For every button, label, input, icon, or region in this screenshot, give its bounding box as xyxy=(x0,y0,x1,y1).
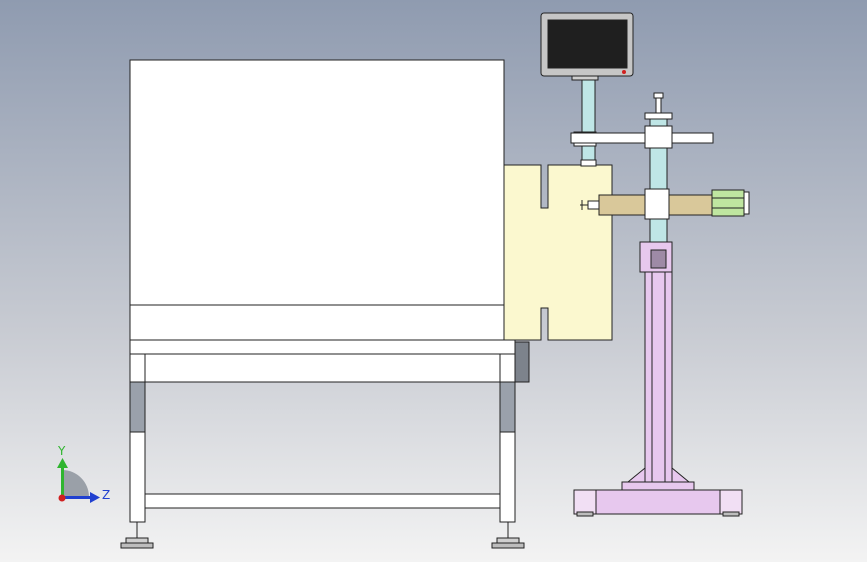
machine-cabinet[interactable] xyxy=(120,59,530,549)
z-axis-arrow xyxy=(62,496,92,499)
side-bracket xyxy=(514,341,530,383)
z-axis-label: Z xyxy=(102,488,110,502)
triad-origin xyxy=(58,494,66,502)
printer-stand[interactable] xyxy=(570,92,743,517)
z-axis-arrowhead xyxy=(90,492,100,503)
monitor-mount-plate xyxy=(571,75,599,81)
base-left-pad xyxy=(573,489,597,515)
left-foot xyxy=(120,522,154,549)
printer-enclosure[interactable] xyxy=(503,164,613,341)
left-leg-shade xyxy=(129,381,146,433)
right-leg-shade xyxy=(499,381,516,433)
monitor-pole xyxy=(581,79,596,165)
green-head-unit xyxy=(711,189,745,217)
enclosure-panel xyxy=(503,164,613,341)
print-head-arm[interactable] xyxy=(580,188,750,220)
right-caster xyxy=(722,511,740,517)
triad-rotation-sector xyxy=(62,470,89,497)
power-led-icon xyxy=(622,70,626,74)
left-leg xyxy=(129,353,146,523)
left-caster xyxy=(576,511,594,517)
y-axis-label: Y xyxy=(57,444,66,458)
right-leg xyxy=(499,353,516,523)
y-axis-arrowhead xyxy=(57,458,68,468)
head-unit-cap xyxy=(743,191,750,215)
cabinet-base-panel xyxy=(129,304,505,341)
print-head-tip xyxy=(587,200,600,210)
coordinate-triad: Y Z xyxy=(57,444,110,503)
right-foot xyxy=(491,522,525,549)
stand-base xyxy=(573,489,743,515)
base-right-pad xyxy=(719,489,743,515)
frame-top-rail xyxy=(129,339,516,355)
upper-column-clamp xyxy=(644,125,673,149)
cabinet-body xyxy=(129,59,505,306)
frame-middle-rail xyxy=(143,353,503,383)
frame-bottom-rail xyxy=(143,493,503,509)
top-plate xyxy=(644,112,673,120)
monitor-screen xyxy=(547,19,628,69)
base-plate xyxy=(621,481,695,491)
column-collar-inner xyxy=(650,249,667,269)
upper-cross-arm xyxy=(570,132,714,144)
stand-pink-column xyxy=(644,271,673,483)
top-post-cap xyxy=(653,92,664,99)
y-axis-arrow xyxy=(61,466,64,497)
arm-column-clamp xyxy=(644,188,670,220)
monitor-pole-end xyxy=(580,159,597,167)
